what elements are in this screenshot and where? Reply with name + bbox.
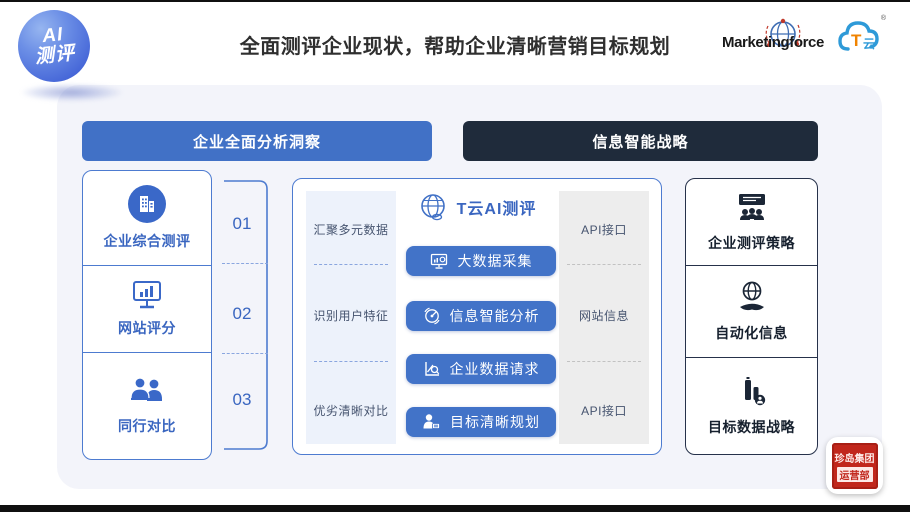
column-divider: [567, 264, 641, 265]
chart-magnifier-icon: [424, 362, 439, 376]
input-step-label: 汇聚多元数据: [313, 223, 389, 237]
button-label: 目标清晰规划: [450, 414, 540, 430]
module-label: 网站评分: [118, 320, 176, 336]
tab-label: 信息智能战略: [592, 133, 689, 151]
button-label: 大数据采集: [457, 253, 533, 269]
slide-top-border: [0, 0, 910, 2]
button-label: 信息智能分析: [449, 308, 540, 324]
strategy-label: 企业测评策略: [708, 234, 795, 251]
seal-text: 珍岛集团: [834, 453, 875, 465]
cloud-icon: T 云: [838, 21, 879, 51]
svg-text:云: 云: [863, 37, 875, 51]
marketingforce-logo: Marketingforce: [722, 16, 844, 62]
registered-mark: ®: [880, 15, 886, 22]
chart-person-icon: [744, 376, 765, 405]
intelligent-analysis-button[interactable]: 信息智能分析: [406, 301, 556, 331]
tab-label: 企业全面分析洞察: [192, 133, 321, 151]
marketingforce-wordmark: Marketingforce: [722, 34, 824, 51]
input-column: 汇聚多元数据 识别用户特征 优劣清晰对比: [306, 191, 396, 444]
evaluation-modules-panel: 企业综合测评 网站评分 同行对比: [82, 170, 212, 460]
tcloud-ai-evaluation-box: T云AI测评 汇聚多元数据 识别用户特征 优劣清晰对比 API接口 网站信息 A…: [292, 178, 662, 455]
step-divider: [222, 353, 268, 354]
input-step-label: 识别用户特征: [313, 309, 389, 323]
tcloud-logo: T 云 ®: [836, 15, 888, 58]
output-step-label: 网站信息: [578, 309, 629, 323]
steps-bracket: 01 02 03: [222, 178, 270, 452]
clear-goal-planning-button[interactable]: 目标清晰规划: [406, 407, 556, 437]
page-title: 全面测评企业现状，帮助企业清晰营销目标规划: [239, 36, 671, 58]
input-step-label: 优劣清晰对比: [313, 404, 389, 418]
ai-evaluation-badge: AI 测评: [18, 10, 90, 82]
company-seal: 珍岛集团 运营部: [826, 437, 883, 494]
column-divider: [314, 264, 388, 265]
step-number-3: 03: [232, 390, 252, 409]
center-box-header: T云AI测评: [293, 192, 661, 222]
module-label: 企业综合测评: [103, 233, 191, 249]
strategy-panel: 企业测评策略 自动化信息 目标数据战略: [685, 178, 818, 455]
globe-icon: [420, 194, 445, 221]
person-card-icon: [423, 414, 440, 429]
slide-bottom-border: [0, 505, 910, 512]
big-data-collection-button[interactable]: 大数据采集: [406, 246, 556, 276]
gauge-icon: [423, 307, 440, 325]
strategy-enterprise-evaluation: 企业测评策略: [686, 179, 817, 266]
column-divider: [567, 361, 641, 362]
output-step-label: API接口: [581, 404, 627, 418]
badge-shadow: [22, 84, 122, 101]
column-divider: [314, 361, 388, 362]
module-enterprise-evaluation: 企业综合测评: [83, 171, 211, 266]
step-number-2: 02: [232, 304, 252, 323]
center-box-title: T云AI测评: [456, 201, 537, 218]
output-step-label: API接口: [581, 223, 627, 237]
strategy-automation-info: 自动化信息: [686, 266, 817, 358]
building-icon: [128, 185, 166, 223]
svg-text:T: T: [851, 31, 862, 50]
people-icon: [130, 377, 162, 401]
step-divider: [222, 263, 268, 264]
strategy-label: 自动化信息: [715, 325, 788, 341]
module-peer-comparison: 同行对比: [83, 353, 211, 459]
monitor-chart-icon: [133, 281, 161, 309]
bracket-line: [224, 180, 268, 450]
module-website-score: 网站评分: [83, 266, 211, 353]
presentation-team-icon: [738, 193, 765, 220]
ai-badge-label: AI 测评: [33, 24, 76, 68]
tab-enterprise-analysis[interactable]: 企业全面分析洞察: [82, 121, 432, 161]
monitor-gear-icon: [430, 253, 447, 269]
enterprise-data-request-button[interactable]: 企业数据请求: [406, 354, 556, 384]
output-column: API接口 网站信息 API接口: [559, 191, 649, 444]
hand-globe-icon: [739, 281, 764, 311]
seal-text: 运营部: [836, 466, 873, 482]
seal-red-square: 珍岛集团 运营部: [831, 442, 878, 489]
strategy-goal-data: 目标数据战略: [686, 358, 817, 454]
button-label: 企业数据请求: [449, 361, 540, 377]
module-label: 同行对比: [118, 418, 176, 434]
tab-intelligent-strategy[interactable]: 信息智能战略: [463, 121, 818, 161]
strategy-label: 目标数据战略: [708, 418, 795, 435]
globe-network-icon: [765, 18, 801, 47]
step-number-1: 01: [232, 214, 252, 233]
